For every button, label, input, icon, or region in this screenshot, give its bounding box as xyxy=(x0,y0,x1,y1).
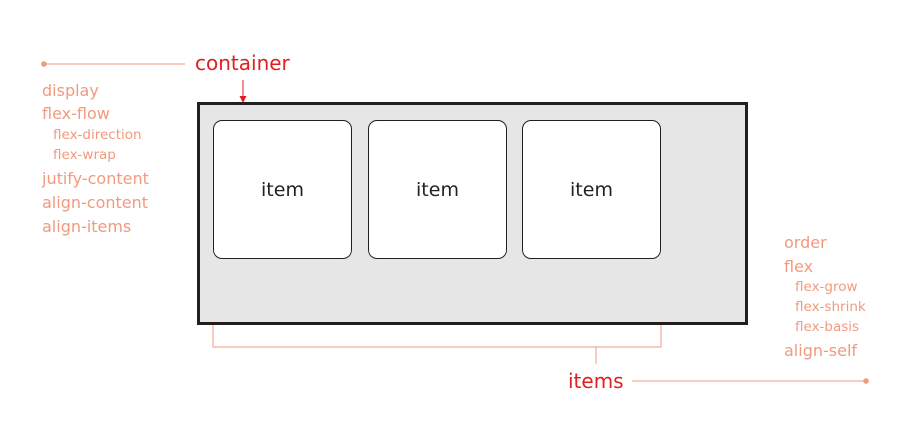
item-prop-flex: flex xyxy=(784,257,814,276)
container-prop-flex-wrap: flex-wrap xyxy=(53,147,116,163)
container-prop-display: display xyxy=(42,81,99,100)
item-prop-flex-grow: flex-grow xyxy=(795,279,858,295)
flex-item-3: item xyxy=(522,120,661,259)
item-prop-order: order xyxy=(784,233,827,252)
item-prop-flex-shrink: flex-shrink xyxy=(795,299,866,315)
container-prop-flex-flow: flex-flow xyxy=(42,104,110,123)
container-label: container xyxy=(195,51,290,75)
items-label: items xyxy=(568,369,624,393)
container-prop-align-items: align-items xyxy=(42,217,132,236)
container-prop-flex-direction: flex-direction xyxy=(53,127,142,143)
flex-container-box: item item item xyxy=(197,102,748,325)
flex-item-1: item xyxy=(213,120,352,259)
items-pointer-dot xyxy=(863,378,869,384)
item-prop-flex-basis: flex-basis xyxy=(795,319,860,335)
container-prop-align-content: align-content xyxy=(42,193,149,212)
container-pointer-dot xyxy=(41,61,47,67)
container-prop-justify-content: jutify-content xyxy=(42,169,149,188)
flex-item-2: item xyxy=(368,120,507,259)
item-prop-align-self: align-self xyxy=(784,341,858,360)
